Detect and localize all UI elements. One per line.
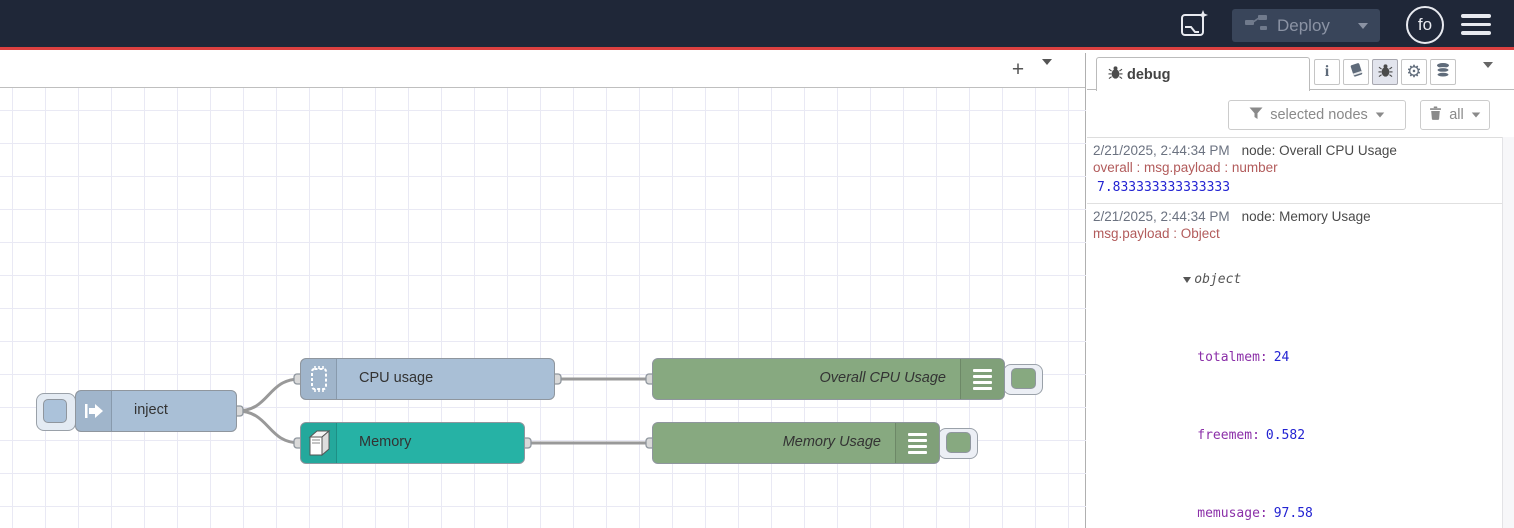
property-key: freemem: [1197,428,1260,443]
debug-message[interactable]: 2/21/2025, 2:44:34 PM node: Overall CPU U… [1087,138,1502,204]
object-property-row: totalmem: 24 [1093,319,1496,397]
debug-message-node: node: Overall CPU Usage [1241,143,1397,158]
cpu-chip-icon [301,359,337,399]
filter-chevron-icon [1375,112,1385,118]
tab-debug[interactable]: debug [1096,57,1310,91]
debug-toggle-button-inner [1011,368,1036,389]
chart-sparkle-icon [1178,8,1210,45]
info-icon: i [1324,63,1330,80]
node-inject[interactable]: inject [75,390,237,432]
debug-message-timestamp: 2/21/2025, 2:44:34 PM [1093,143,1230,158]
debug-panel-button[interactable] [1372,59,1398,85]
debug-toggle-button-memory[interactable] [938,428,978,459]
debug-filter-row: selected nodes all [1087,91,1514,137]
database-icon [1435,62,1451,82]
deploy-options-chevron-icon[interactable] [1358,22,1368,29]
flow-assistant-button[interactable] [1176,8,1212,44]
sidebar-options-chevron-icon[interactable] [1483,62,1493,86]
property-value: 0.582 [1265,428,1306,443]
clear-chevron-icon [1471,112,1480,118]
flow-canvas[interactable]: inject CPU usage [0,88,1086,528]
deploy-button-label: Deploy [1277,15,1330,35]
deploy-button[interactable]: Deploy [1232,9,1380,42]
node-label: inject [134,402,168,418]
property-value: 97.58 [1273,506,1313,521]
info-panel-button[interactable]: i [1314,59,1340,85]
deploy-flow-icon [1244,14,1268,37]
header-bar: Deploy fo [0,0,1514,50]
clear-messages-button[interactable]: all [1420,100,1490,130]
filter-nodes-label: selected nodes [1270,107,1368,123]
main-menu-button[interactable] [1461,14,1491,40]
wire-inject-to-cpu[interactable] [236,377,301,413]
property-key: memusage: [1197,506,1268,521]
inject-trigger-button-inner [43,399,67,423]
debug-output-icon [960,359,1004,399]
book-icon [1348,62,1364,82]
hamburger-icon [1461,31,1491,35]
object-property-row: freemem: 0.582 [1093,397,1496,475]
debug-message-node: node: Memory Usage [1241,209,1371,224]
node-label: Overall CPU Usage [819,370,946,386]
debug-toggle-button-inner [946,432,971,453]
node-debug-overall-cpu[interactable]: Overall CPU Usage [652,358,1005,400]
add-flow-button[interactable]: + [1011,58,1025,81]
bug-icon [1108,65,1123,85]
collapse-triangle-icon[interactable] [1183,277,1192,283]
debug-message-value: 7.833333333333333 [1097,180,1231,195]
tab-debug-label: debug [1127,66,1171,83]
debug-message-topic: msg.payload : Object [1093,226,1220,241]
flow-tab-bar: + [0,53,1085,88]
filter-nodes-button[interactable]: selected nodes [1228,100,1406,130]
node-debug-memory[interactable]: Memory Usage [652,422,940,464]
config-nodes-button[interactable]: ⚙ [1401,59,1427,85]
bug-icon [1377,63,1393,82]
property-key: totalmem: [1197,350,1268,365]
node-memory[interactable]: Memory [300,422,525,464]
right-sidebar: debug i [1087,53,1514,528]
debug-message-topic: overall : msg.payload : number [1093,160,1278,175]
hamburger-icon [1461,22,1491,26]
node-label: CPU usage [359,370,434,386]
inject-arrow-icon [76,391,112,431]
sidebar-tab-row: debug i [1087,53,1514,91]
debug-message-meta: 2/21/2025, 2:44:34 PM node: Memory Usage [1093,207,1496,224]
help-panel-button[interactable] [1343,59,1369,85]
property-value: 24 [1273,350,1290,365]
object-expander-row[interactable]: object [1093,241,1496,319]
flow-list-chevron-icon[interactable] [1042,59,1052,83]
computer-tower-icon [301,423,337,463]
funnel-icon [1249,107,1263,124]
wire-inject-to-memory[interactable] [236,409,301,445]
node-label: Memory [359,434,412,450]
debug-message-meta: 2/21/2025, 2:44:34 PM node: Overall CPU U… [1093,141,1496,158]
debug-message-timestamp: 2/21/2025, 2:44:34 PM [1093,209,1230,224]
debug-output-icon [895,423,939,463]
debug-message-list[interactable]: 2/21/2025, 2:44:34 PM node: Overall CPU U… [1087,137,1502,528]
gear-icon: ⚙ [1406,62,1422,81]
clear-messages-label: all [1449,107,1464,123]
trash-icon [1429,106,1442,124]
inject-trigger-button[interactable] [36,393,76,431]
scrollbar-gutter[interactable] [1502,137,1514,528]
hamburger-icon [1461,14,1491,18]
user-avatar[interactable]: fo [1406,6,1444,44]
debug-toggle-button-cpu[interactable] [1003,364,1043,395]
node-cpu-usage[interactable]: CPU usage [300,358,555,400]
user-avatar-label: fo [1417,15,1433,34]
object-label: object [1194,272,1242,287]
node-label: Memory Usage [782,434,881,450]
context-data-button[interactable] [1430,59,1456,85]
workspace: + [0,53,1086,528]
object-property-row: memusage: 97.58 [1093,475,1496,528]
